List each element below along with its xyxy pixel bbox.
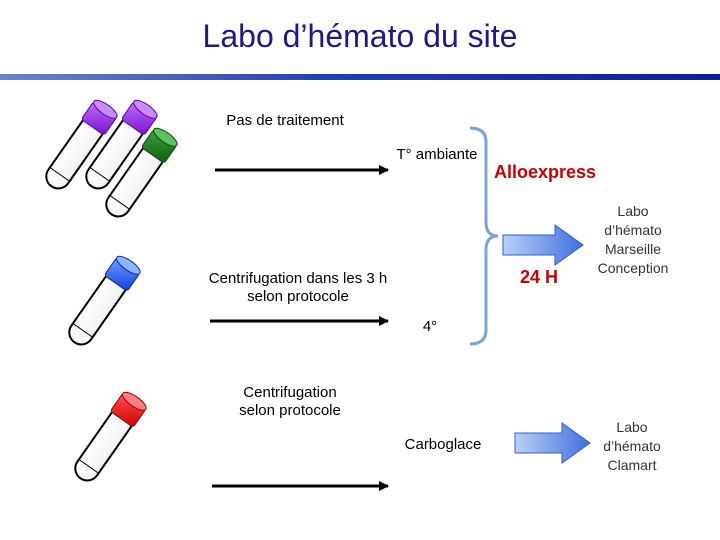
label-centrifugation-3h: Centrifugation dans les 3 h selon protoc…	[208, 270, 388, 305]
test-tube-icon	[85, 99, 158, 190]
label-room-temperature: T° ambiante	[396, 146, 478, 163]
title-underline	[0, 74, 720, 80]
destination-clamart: Labo d’hémato Clamart	[603, 419, 661, 473]
label-alloexpress: Alloexpress	[494, 162, 597, 182]
block-arrow-icon	[514, 422, 591, 464]
label-24h: 24 H	[520, 267, 559, 287]
block-arrow-icon	[502, 224, 584, 266]
test-tube-icon	[105, 127, 178, 218]
label-carboglace: Carboglace	[404, 436, 482, 453]
test-tube-icon	[45, 99, 118, 190]
label-cold-4: 4°	[422, 318, 438, 335]
curly-brace-icon	[469, 126, 499, 346]
test-tube-icon	[68, 255, 141, 346]
destination-marseille: Labo d’hémato Marseille Conception	[597, 203, 669, 276]
label-centrifugation: Centrifugation selon protocole	[239, 384, 341, 419]
label-no-treatment: Pas de traitement	[226, 112, 344, 129]
page-title: Labo d’hémato du site	[202, 18, 518, 54]
test-tube-icon	[74, 391, 147, 482]
